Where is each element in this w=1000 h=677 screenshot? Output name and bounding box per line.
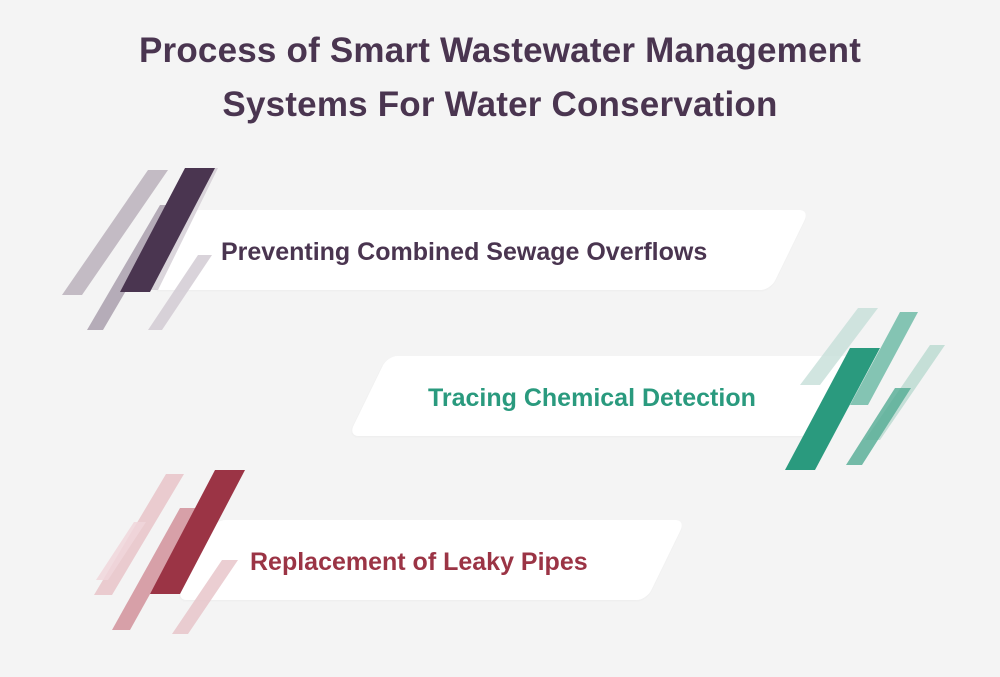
step-2-stripe-light-a [800,308,878,385]
step-1-stripe-light-a [62,170,168,295]
step-2-label: Tracing Chemical Detection [428,384,756,412]
step-1-stripe-light-c [148,255,212,330]
step-2-stripe-mid [850,312,918,405]
step-3-stripe-dark [150,470,245,594]
title-line-2: Systems For Water Conservation [222,85,778,124]
step-3-stripe-light-c [172,560,238,634]
step-3-stripe-light-b [96,522,146,580]
step-3-label: Replacement of Leaky Pipes [250,548,588,576]
diagram-title: Process of Smart Wastewater Management S… [0,24,1000,132]
step-2-stripe-mid-b [846,388,911,465]
step-1-label: Preventing Combined Sewage Overflows [221,238,708,266]
step-3-stripe-mid [112,508,198,630]
step-2-stripe-dark [785,348,880,470]
step-1-stripe-dark [120,168,215,292]
title-line-1: Process of Smart Wastewater Management [138,31,862,70]
